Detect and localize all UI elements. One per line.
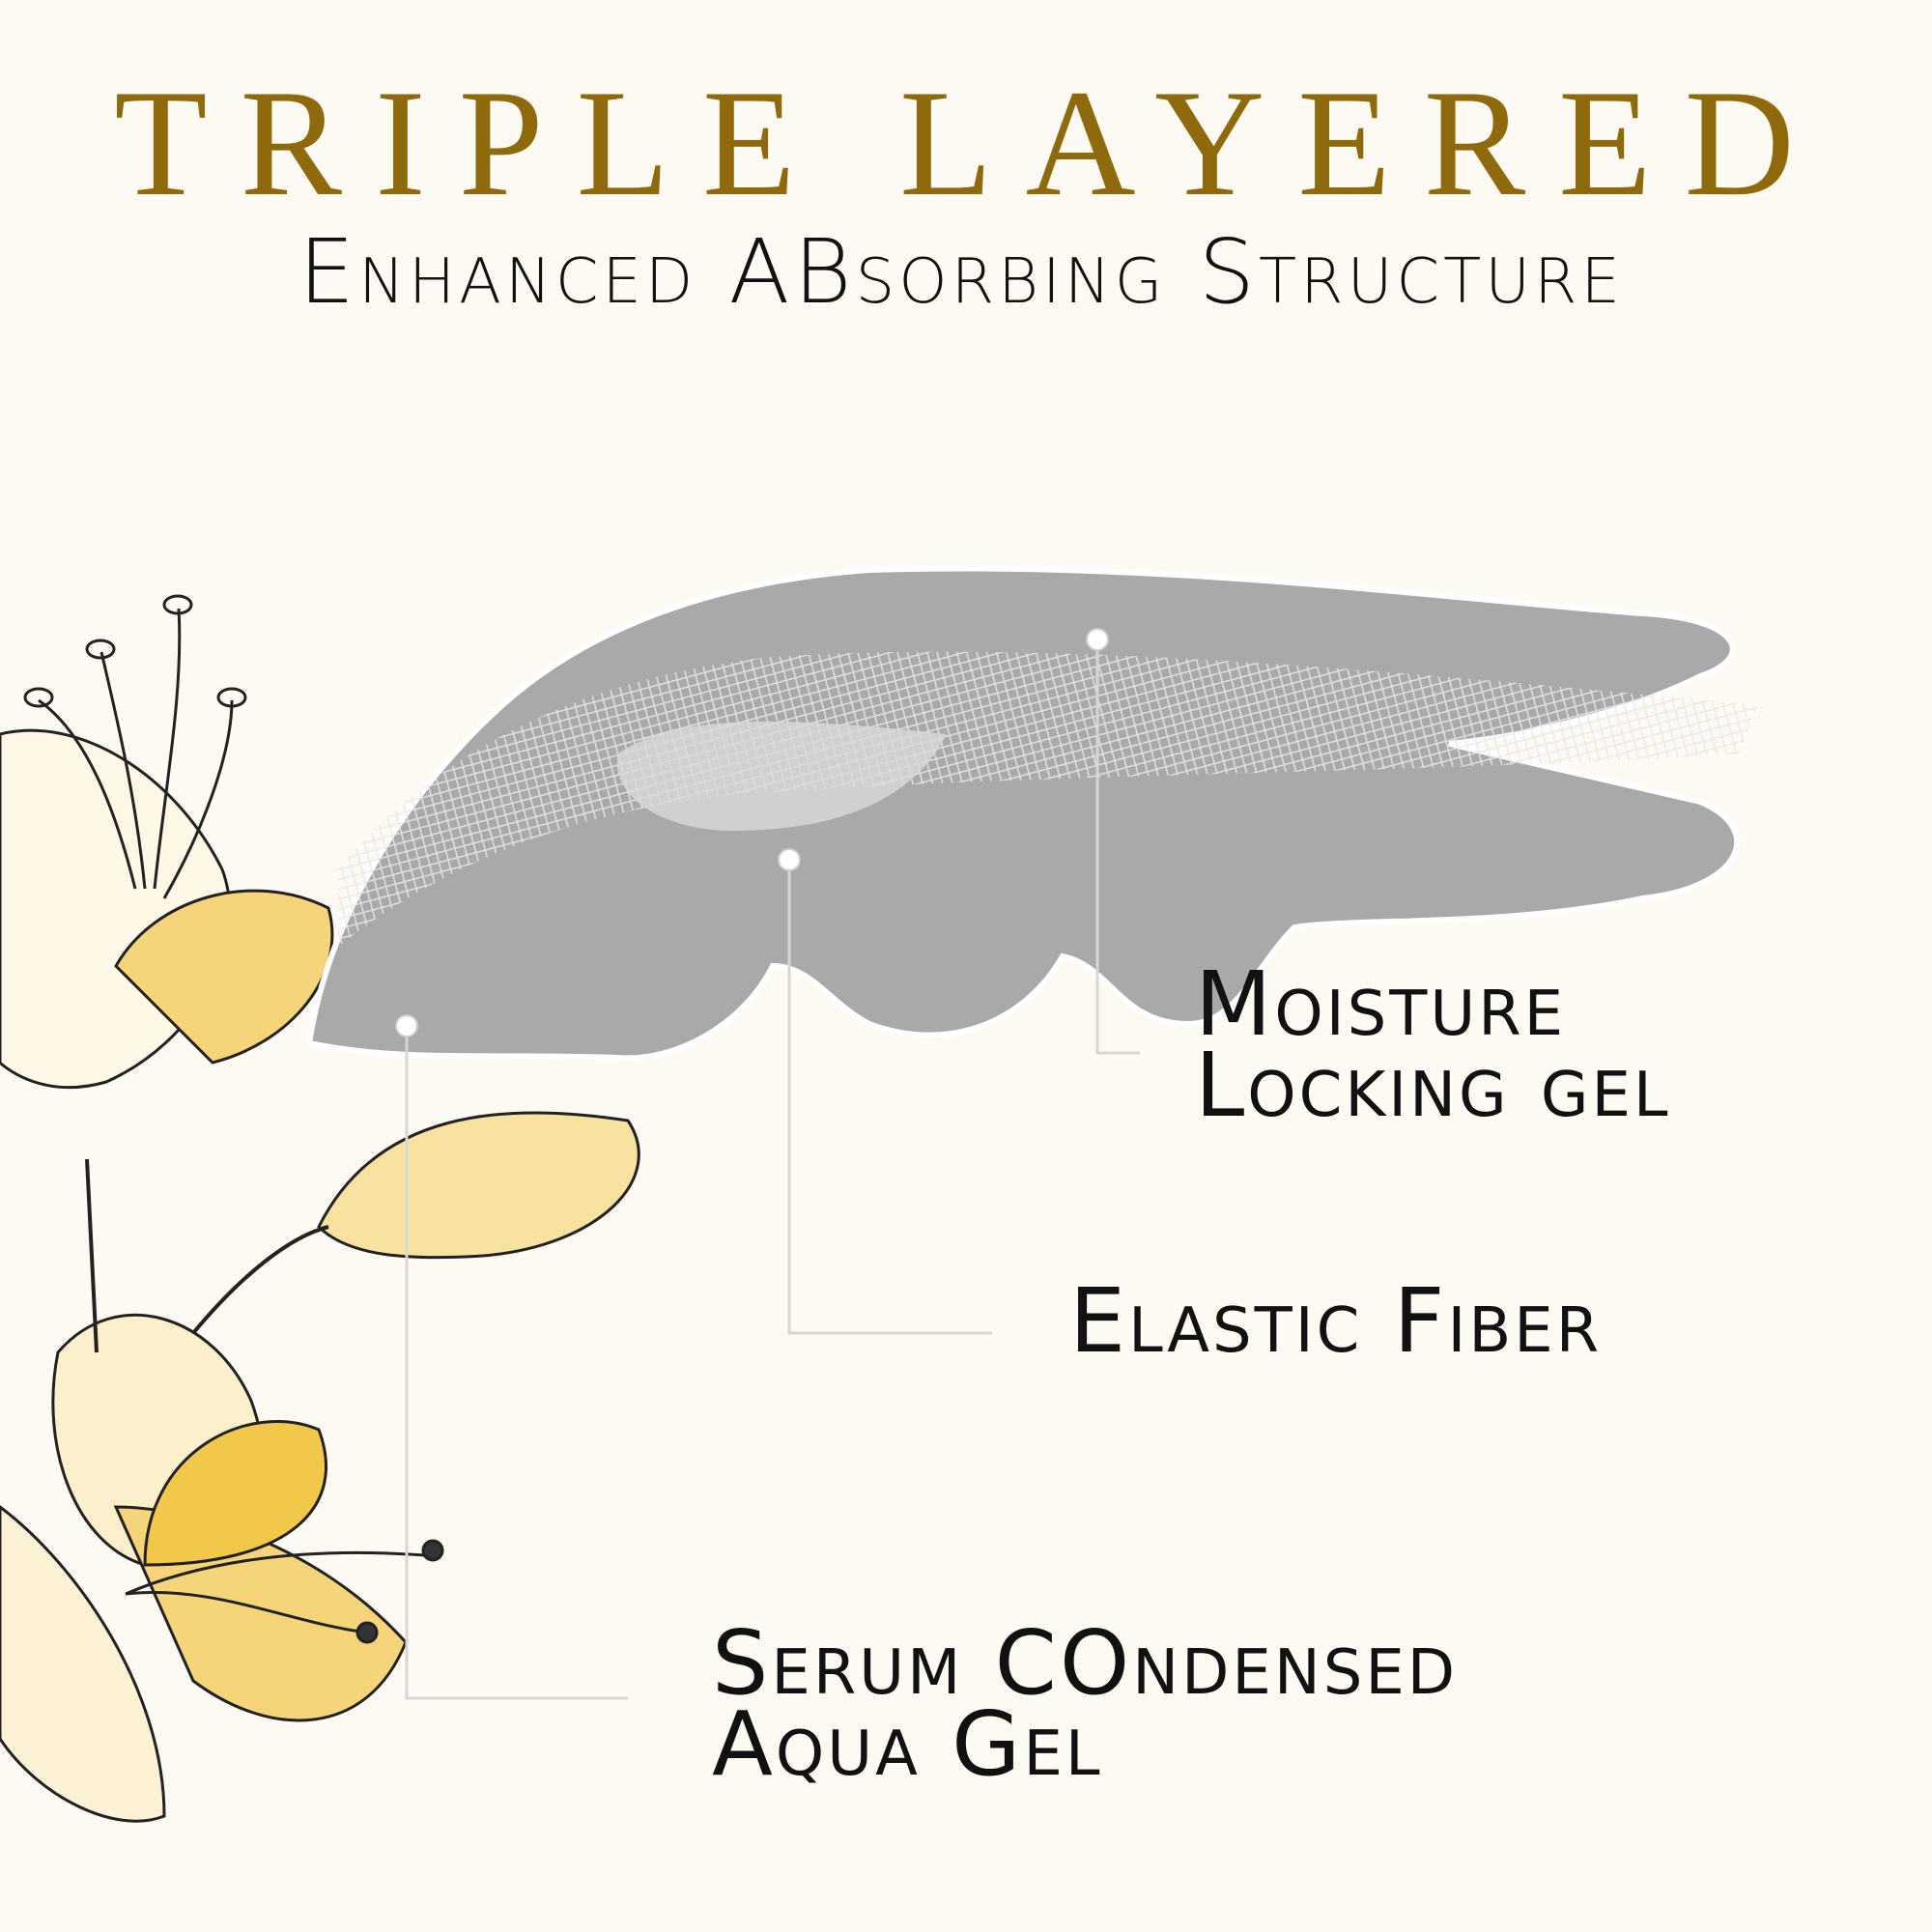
serum-gel-marker: [395, 1014, 418, 1037]
leader-lines: [405, 639, 1140, 1700]
lily-flower-illustration: [0, 594, 640, 1823]
label-elastic-fiber: Elastic Fiber: [1069, 1269, 1603, 1373]
label-line: Serum COndensed: [712, 1611, 1459, 1715]
page-title: TRIPLE LAYERED: [114, 59, 1828, 228]
label-line: Moisture: [1195, 952, 1567, 1056]
serum-gel-leader: [405, 1026, 628, 1700]
label-serum-condensed-aqua-gel: Serum COndensed Aqua Gel: [712, 1611, 1459, 1796]
moisture-gel-leader: [1095, 639, 1140, 1055]
elastic-fiber-leader: [787, 860, 992, 1335]
label-line: Aqua Gel: [712, 1692, 1103, 1796]
layer-markers: [395, 628, 1109, 1037]
elastic-fiber-marker: [778, 848, 801, 871]
moisture-gel-marker: [1086, 628, 1109, 651]
label-moisture-locking-gel: Moisture Locking gel: [1195, 952, 1671, 1137]
eye-patch-illustration: [305, 565, 1758, 1062]
page-subtitle: Enhanced ABsorbing Structure: [298, 220, 1624, 324]
label-line: Locking gel: [1195, 1034, 1671, 1137]
label-line: Elastic Fiber: [1069, 1269, 1603, 1373]
